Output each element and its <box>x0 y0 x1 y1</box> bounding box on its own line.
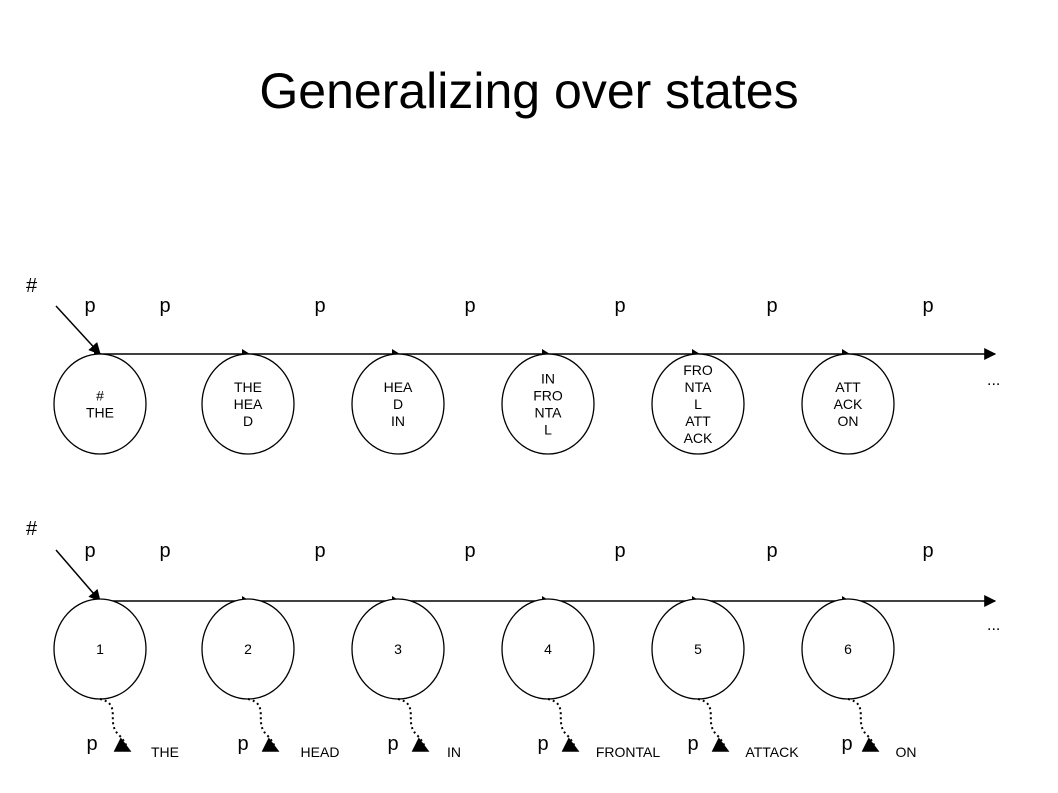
state-node: 5 <box>651 598 745 700</box>
transition-p-label: p <box>159 540 170 562</box>
emission-arrow <box>547 698 580 752</box>
bottom-start-arrow <box>55 549 101 602</box>
emission-word: FRONTAL <box>596 744 661 760</box>
transition-p-label: p <box>464 540 475 562</box>
state-node: 4 <box>501 598 595 700</box>
state-label: HEA <box>384 379 413 395</box>
emission-word: ON <box>896 744 917 760</box>
state-label: 1 <box>96 641 104 657</box>
bottom-states: 1 2 3 4 5 6 <box>53 598 895 700</box>
emission-arrow <box>847 698 880 752</box>
state-circle <box>53 353 147 455</box>
transition-p-label: p <box>922 295 933 317</box>
top-start-arrow <box>55 305 101 355</box>
state-label: FRO <box>533 388 563 404</box>
emission-p-label: p <box>237 733 248 755</box>
state-label: 6 <box>844 641 852 657</box>
state-label: ON <box>838 413 859 429</box>
state-node: 6 <box>801 598 895 700</box>
state-circle <box>651 353 745 455</box>
transition-p-label: p <box>766 540 777 562</box>
emission-word: THE <box>151 744 179 760</box>
transition-p-label: p <box>464 295 475 317</box>
transition-p-label: p <box>314 540 325 562</box>
state-label: D <box>393 396 403 412</box>
bottom-ellipsis: ... <box>987 617 1000 634</box>
state-node: 3 <box>351 598 445 700</box>
emission-word: IN <box>447 744 461 760</box>
state-label: ACK <box>684 430 713 446</box>
state-label: 5 <box>694 641 702 657</box>
emission-arrow <box>697 698 730 752</box>
state-label: L <box>694 396 702 412</box>
state-label: FRO <box>683 362 713 378</box>
transition-p-label: p <box>84 540 95 562</box>
state-label: 3 <box>394 641 402 657</box>
state-label: ATT <box>685 413 711 429</box>
transition-p-label: p <box>614 540 625 562</box>
transition-p-label: p <box>614 295 625 317</box>
emission-p-label: p <box>841 733 852 755</box>
state-label: THE <box>86 405 114 421</box>
emission-word: HEAD <box>301 744 340 760</box>
state-label: HEA <box>234 396 263 412</box>
state-circle <box>351 353 445 455</box>
state-circle <box>201 353 295 455</box>
top-ellipsis: ... <box>987 372 1000 389</box>
emission-p-label: p <box>86 733 97 755</box>
state-circle <box>501 353 595 455</box>
transition-p-label: p <box>922 540 933 562</box>
state-label: L <box>544 422 552 438</box>
state-label: THE <box>234 379 262 395</box>
state-label: ATT <box>835 379 861 395</box>
transition-p-label: p <box>314 295 325 317</box>
top-start-label: # <box>26 275 38 297</box>
state-label: IN <box>541 371 555 387</box>
emission-p-label: p <box>537 733 548 755</box>
emission-p-label: p <box>387 733 398 755</box>
emission-arrow <box>99 698 132 752</box>
state-node: #THE <box>53 353 147 455</box>
bottom-start-label: # <box>26 518 38 540</box>
transition-p-label: p <box>84 295 95 317</box>
transition-p-label: p <box>766 295 777 317</box>
slide-title: Generalizing over states <box>259 63 799 119</box>
state-label: 2 <box>244 641 252 657</box>
state-label: NTA <box>535 405 563 421</box>
state-label: # <box>96 388 104 404</box>
emission-word: ATTACK <box>745 744 799 760</box>
state-node: 2 <box>201 598 295 700</box>
emission-arrow <box>397 698 430 752</box>
top-states: #THETHEHEADHEADININFRONTALFRONTALATTACKA… <box>53 353 895 455</box>
state-node: 1 <box>53 598 147 700</box>
transition-p-label: p <box>159 295 170 317</box>
state-label: NTA <box>685 379 713 395</box>
state-label: IN <box>391 413 405 429</box>
emission-p-label: p <box>687 733 698 755</box>
state-label: ACK <box>834 396 863 412</box>
state-label: 4 <box>544 641 552 657</box>
emission-arrow <box>247 698 280 752</box>
state-circle <box>801 353 895 455</box>
state-label: D <box>243 413 253 429</box>
